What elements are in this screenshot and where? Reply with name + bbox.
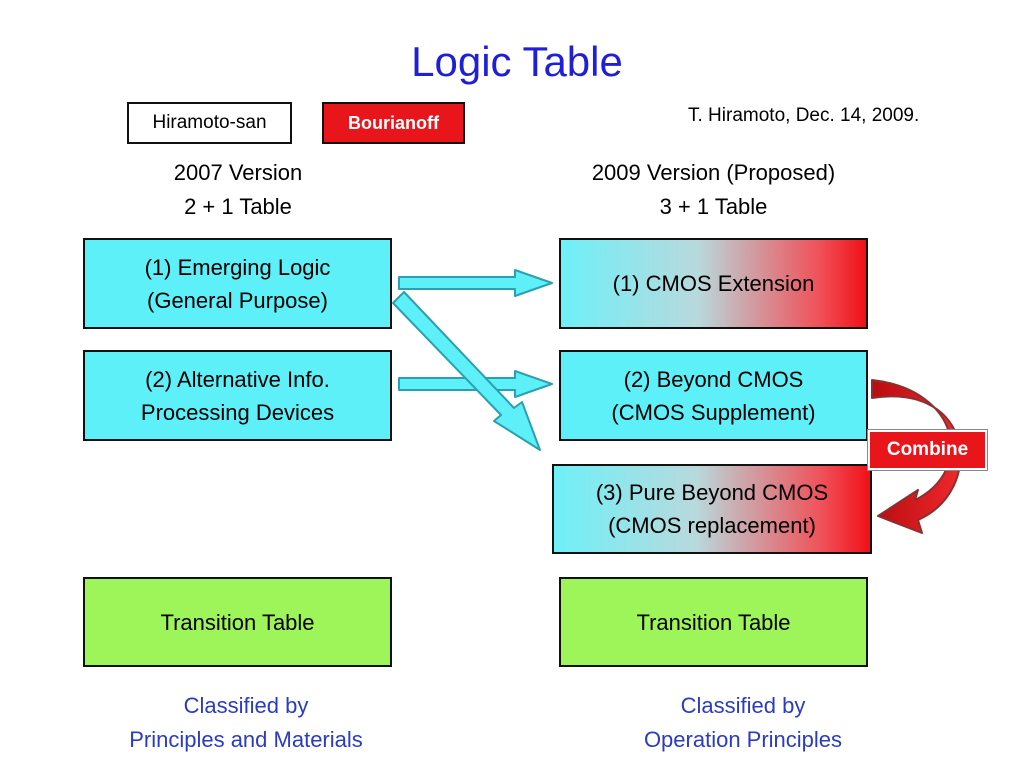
page-title: Logic Table (411, 38, 623, 85)
left-alternative-info-box: (2) Alternative Info. Processing Devices (83, 350, 392, 441)
left-box1-line2: (General Purpose) (147, 287, 328, 313)
right-box3-line1: (3) Pure Beyond CMOS (595, 480, 829, 505)
right-version-name: 2009 Version (Proposed) (591, 160, 836, 185)
left-transition-label: Transition Table (160, 609, 315, 635)
right-version-table: 3 + 1 Table (659, 194, 768, 219)
left-classified-caption: Classified by Principles and Materials (90, 689, 402, 757)
left-box2-line1: (2) Alternative Info. (145, 366, 330, 392)
left-classified-line1: Classified by (183, 693, 309, 718)
combine-curved-arrow (871, 379, 962, 534)
author-date: T. Hiramoto, Dec. 14, 2009. (688, 105, 920, 126)
right-box2-line1: (2) Beyond CMOS (623, 366, 804, 392)
right-transition-label: Transition Table (636, 609, 791, 635)
left-version-table: 2 + 1 Table (184, 194, 292, 219)
left-box1-line1: (1) Emerging Logic (144, 254, 331, 280)
arrow-emerging-to-extension (398, 269, 553, 297)
combine-label: Combine (867, 429, 988, 471)
legend-hiramoto: Hiramoto-san (127, 102, 292, 144)
right-box3-line2: (CMOS replacement) (608, 513, 816, 538)
right-cmos-extension-box: (1) CMOS Extension (559, 238, 868, 329)
arrow-emerging-to-pure-beyond (392, 291, 541, 451)
left-version-heading: 2007 Version 2 + 1 Table (127, 156, 349, 224)
right-classified-line1: Classified by (680, 693, 806, 718)
left-classified-line2: Principles and Materials (129, 727, 363, 752)
right-classified-caption: Classified by Operation Principles (587, 689, 899, 757)
right-box2-line2: (CMOS Supplement) (611, 399, 816, 425)
left-version-name: 2007 Version (173, 160, 303, 185)
right-classified-line2: Operation Principles (643, 727, 843, 752)
left-transition-table-box: Transition Table (83, 577, 392, 667)
left-box2-line2: Processing Devices (140, 399, 335, 425)
right-version-heading: 2009 Version (Proposed) 3 + 1 Table (560, 156, 867, 224)
legend-bourianoff: Bourianoff (322, 102, 465, 144)
right-pure-beyond-cmos-box: (3) Pure Beyond CMOS (CMOS replacement) (552, 464, 872, 554)
left-emerging-logic-box: (1) Emerging Logic (General Purpose) (83, 238, 392, 329)
right-box1-line1: (1) CMOS Extension (612, 271, 815, 296)
right-beyond-cmos-box: (2) Beyond CMOS (CMOS Supplement) (559, 350, 868, 441)
right-transition-table-box: Transition Table (559, 577, 868, 667)
